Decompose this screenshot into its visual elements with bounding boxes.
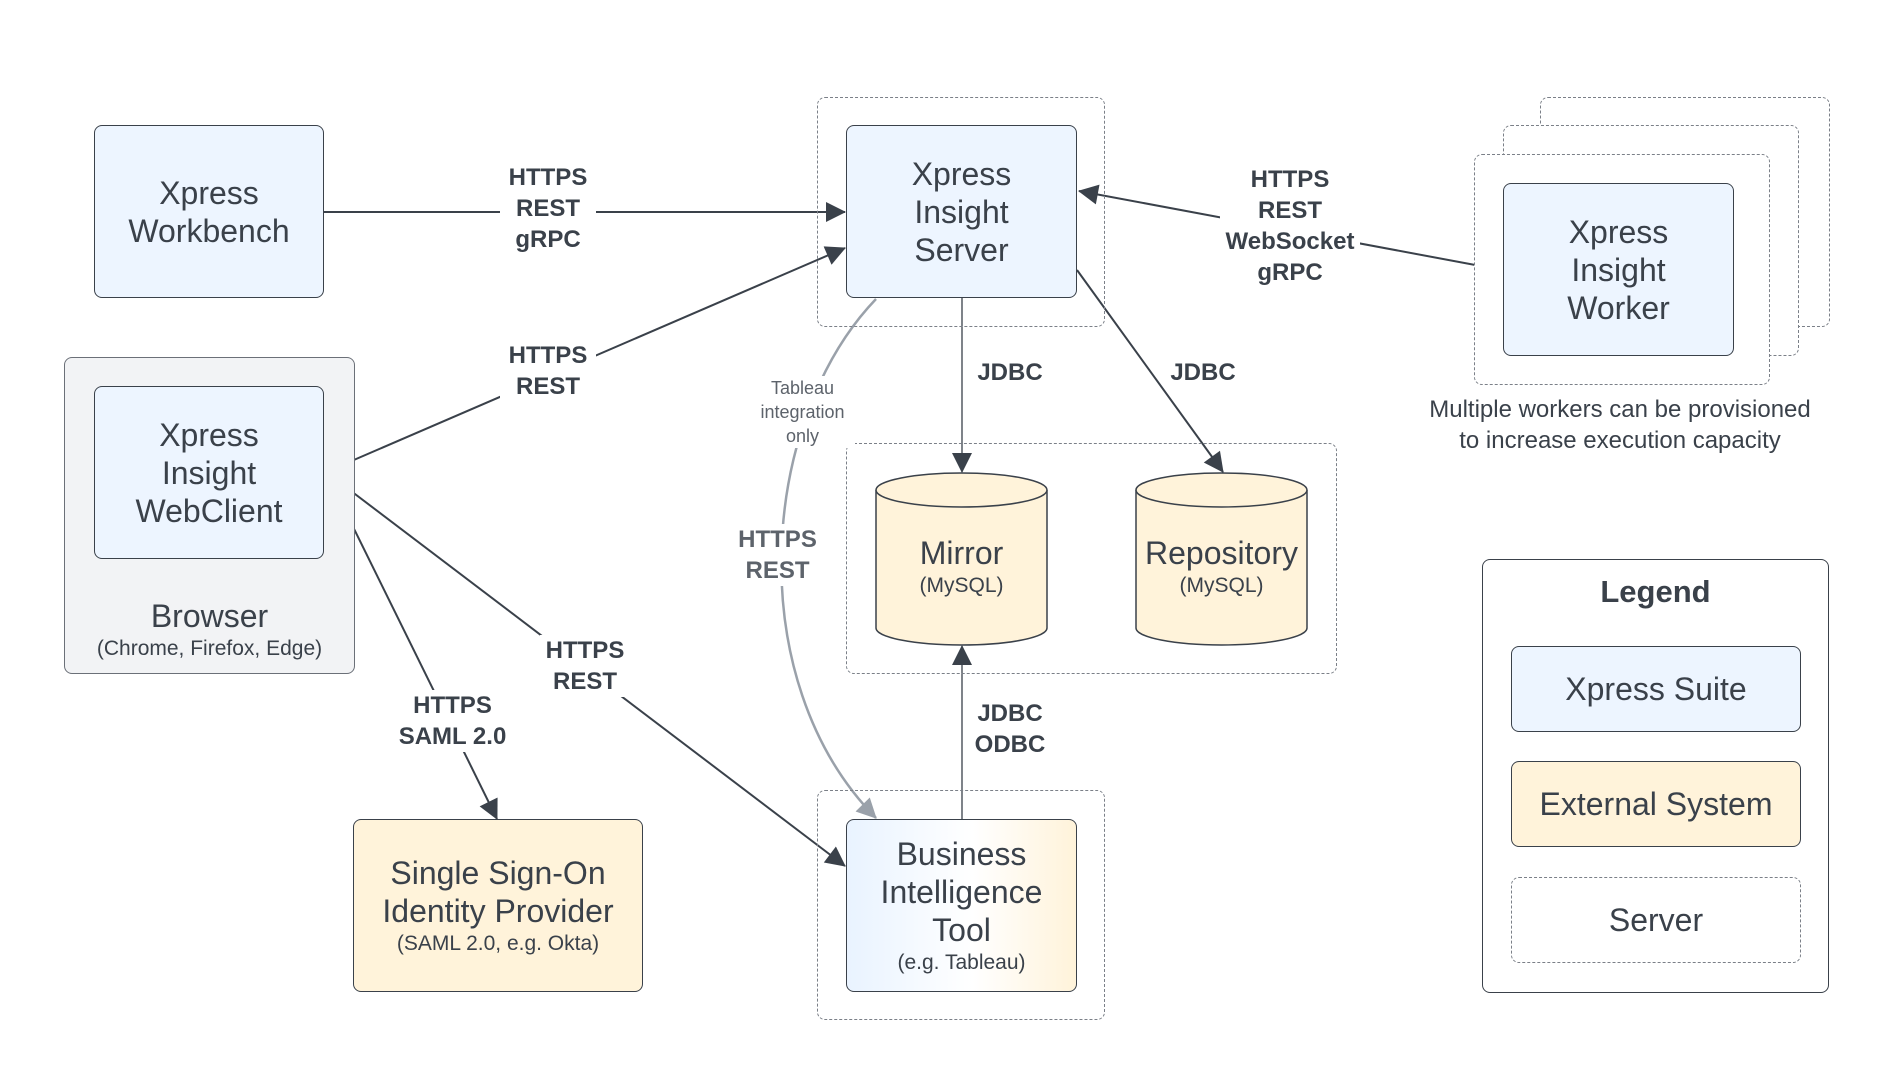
edge-label-server-repository: JDBC — [1170, 359, 1236, 386]
node-single-sign-on[interactable]: Single Sign-On Identity Provider (SAML 2… — [353, 819, 643, 992]
edge-label-server-mirror: JDBC — [977, 359, 1043, 386]
server-container-insight — [817, 97, 1105, 327]
edge-label-bi-mirror: JDBC ODBC — [974, 700, 1046, 758]
db-repository[interactable]: Repository (MySQL) — [1135, 472, 1308, 646]
node-business-intelligence-tool[interactable]: Business Intelligence Tool (e.g. Tableau… — [846, 819, 1077, 992]
edge-label-workbench-server: HTTPS REST gRPC — [500, 162, 596, 255]
legend-item-label: Server — [1608, 902, 1704, 938]
node-xpress-workbench[interactable]: Xpress Workbench — [94, 125, 324, 298]
db-title: Repository — [1145, 535, 1298, 571]
legend: Legend Xpress Suite External System Serv… — [1482, 559, 1829, 993]
edge-label-server-worker: HTTPS REST WebSocket gRPC — [1220, 164, 1360, 288]
legend-title: Legend — [1600, 574, 1711, 609]
db-subtitle: (MySQL) — [1179, 574, 1264, 597]
node-title: Xpress Insight Worker — [1567, 213, 1670, 326]
worker-caption: Multiple workers can be provisioned to i… — [1429, 396, 1811, 454]
cylinder-icon — [875, 472, 1048, 646]
browser-label-group: Browser (Chrome, Firefox, Edge) — [64, 597, 355, 663]
node-title: Business Intelligence Tool — [880, 835, 1043, 948]
node-subtitle: (e.g. Tableau) — [897, 950, 1026, 974]
db-subtitle: (MySQL) — [919, 574, 1004, 597]
node-xpress-insight-webclient[interactable]: Xpress Insight WebClient — [94, 386, 324, 559]
node-subtitle: (SAML 2.0, e.g. Okta) — [396, 931, 600, 955]
node-xpress-insight-worker[interactable]: Xpress Insight Worker — [1503, 183, 1734, 356]
legend-item-server: Server — [1511, 877, 1801, 963]
node-title: Xpress Insight WebClient — [135, 416, 283, 529]
cylinder-icon — [1135, 472, 1308, 646]
browser-title: Browser — [150, 598, 269, 634]
node-title: Xpress Workbench — [128, 174, 290, 249]
node-title: Xpress Insight Server — [911, 155, 1012, 268]
edge-label-webclient-bi: HTTPS REST — [540, 635, 630, 697]
server-container-bi — [817, 790, 1105, 1020]
legend-item-label: External System — [1539, 786, 1773, 822]
edge-label-bi-server: HTTPS REST — [730, 524, 825, 586]
edge-note-tableau-only: Tableau integration only — [750, 376, 855, 448]
edge-label-webclient-server: HTTPS REST — [500, 340, 596, 402]
legend-item-label: Xpress Suite — [1565, 671, 1747, 707]
edge-server-repository — [1076, 269, 1224, 473]
browser-subtitle: (Chrome, Firefox, Edge) — [96, 637, 323, 660]
legend-item-xpress-suite: Xpress Suite — [1511, 646, 1801, 732]
node-title: Single Sign-On Identity Provider — [382, 854, 614, 929]
db-mirror[interactable]: Mirror (MySQL) — [875, 472, 1048, 646]
db-title: Mirror — [919, 535, 1004, 571]
edge-label-webclient-sso: HTTPS SAML 2.0 — [390, 690, 515, 752]
node-xpress-insight-server[interactable]: Xpress Insight Server — [846, 125, 1077, 298]
server-container-database — [846, 443, 1337, 674]
legend-item-external-system: External System — [1511, 761, 1801, 847]
